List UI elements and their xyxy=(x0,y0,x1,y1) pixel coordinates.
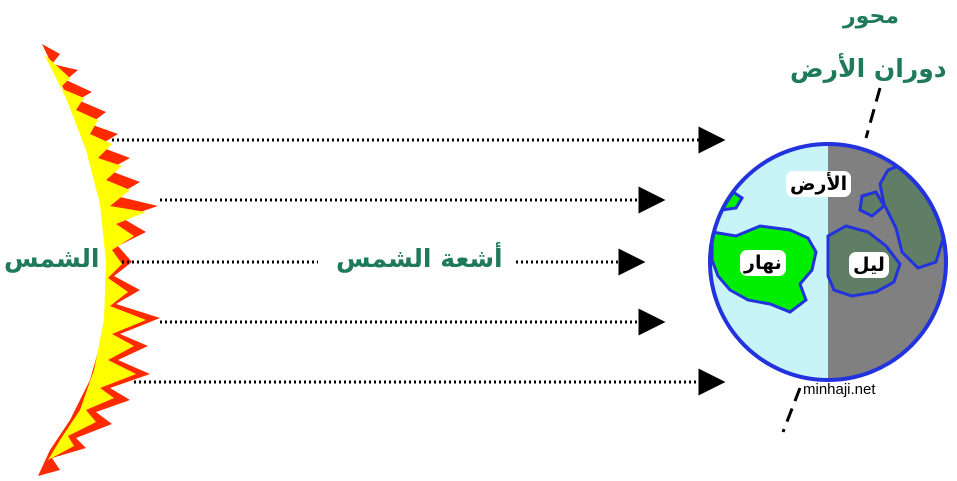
axis-label-line1: محور xyxy=(843,4,899,29)
sun-inner xyxy=(44,54,146,460)
axis-label-line2: دوران الأرض xyxy=(790,54,947,83)
night-continent-3 xyxy=(858,190,886,218)
sun-label: الشمس xyxy=(4,244,100,273)
sun-shape xyxy=(38,44,160,476)
credit-text: minhaji.net xyxy=(803,381,876,398)
sun-rays xyxy=(112,126,726,396)
night-label: ليل xyxy=(849,252,889,278)
day-label: نهار xyxy=(740,250,786,276)
sun-flame-edge xyxy=(38,44,160,476)
sun-rays-label: أشعة الشمس xyxy=(330,244,509,273)
earth-label: الأرض xyxy=(786,171,852,197)
earth-axis xyxy=(781,87,882,433)
